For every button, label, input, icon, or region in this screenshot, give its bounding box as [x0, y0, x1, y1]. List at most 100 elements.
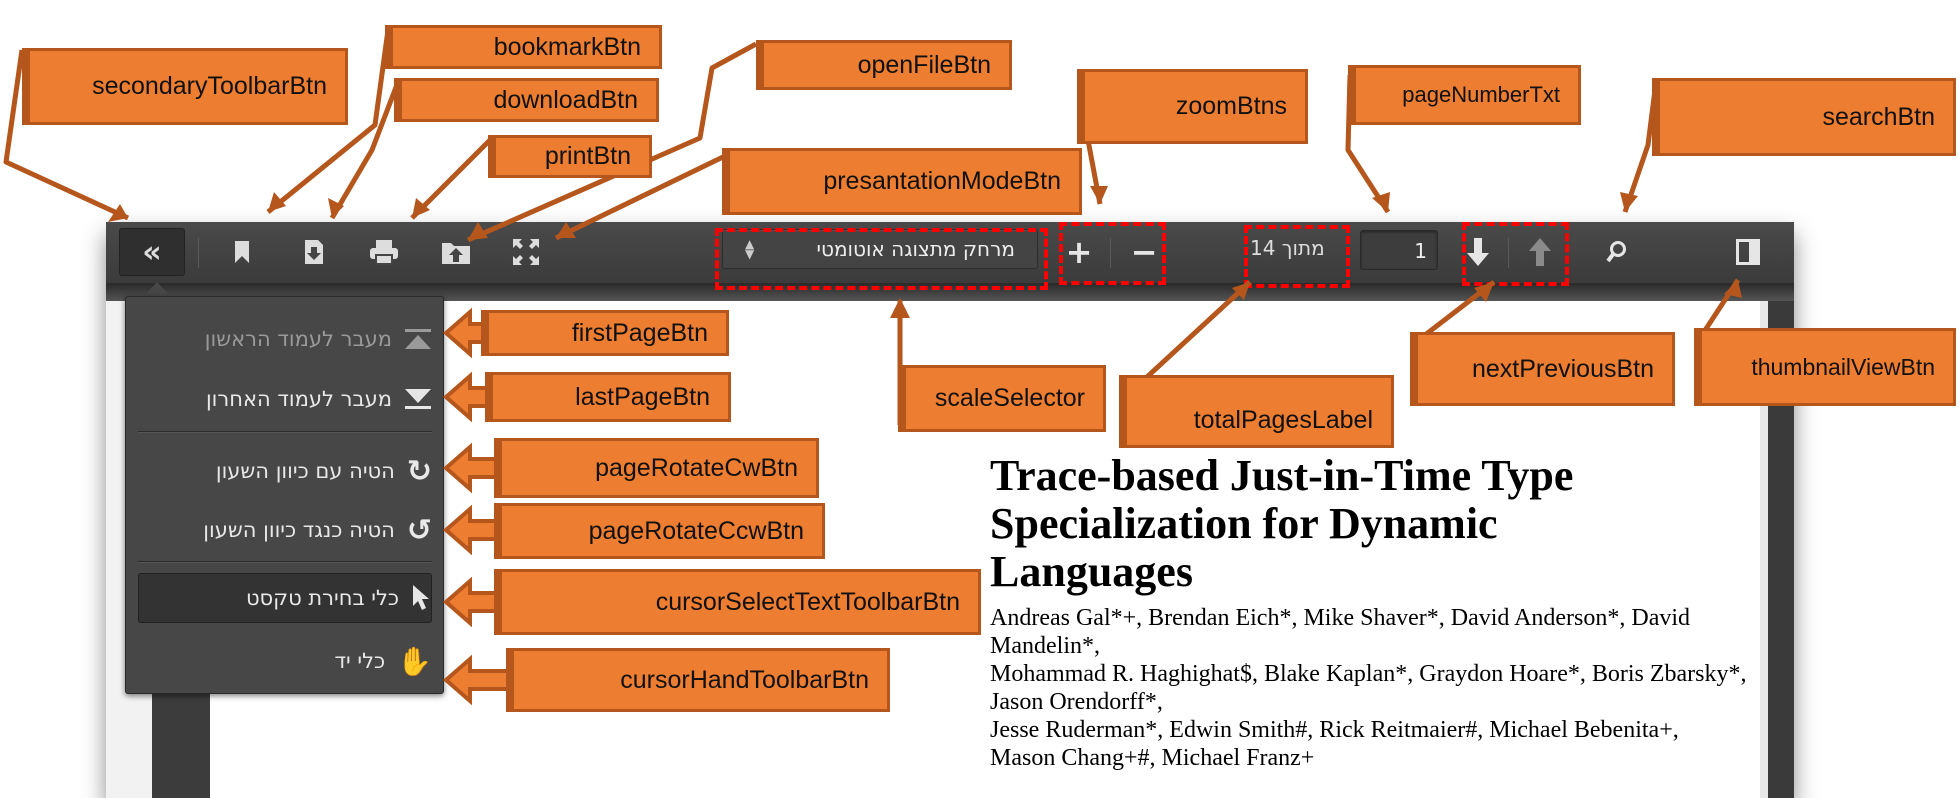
block-arrow — [442, 442, 499, 494]
callout-first-page-btn: firstPageBtn — [481, 310, 729, 356]
fullscreen-icon — [513, 239, 539, 265]
block-arrow — [442, 654, 511, 706]
double-chevron-left-icon: « — [142, 234, 162, 270]
menu-item-label: מעבר לעמוד הראשון — [204, 327, 392, 351]
arrow-head — [108, 204, 128, 222]
callout-scale-selector: scaleSelector — [898, 365, 1106, 432]
callout-print-btn: printBtn — [488, 135, 652, 178]
divider — [1508, 238, 1509, 268]
doc-title-line2: Languages — [990, 547, 1193, 596]
search-icon — [1606, 241, 1626, 263]
rotate-clockwise-button[interactable]: הטיה עם כיוון השעון ↻ — [138, 445, 432, 497]
rotate-cw-icon: ↻ — [406, 453, 432, 489]
callout-cursor-hand-btn: cursorHandToolbarBtn — [506, 648, 890, 712]
cursor-hand-button[interactable]: כלי יד✋ — [138, 635, 432, 687]
callout-zoom-btns: zoomBtns — [1077, 69, 1308, 144]
sidebar-toggle-icon — [1736, 239, 1760, 265]
scale-selector-value: מרחק מתצוגה אוטומטי — [816, 237, 1015, 261]
arrow-down-icon — [1467, 238, 1489, 266]
callout-cursor-select-text-btn: cursorSelectTextToolbarBtn — [494, 569, 981, 635]
zoom-buttons-highlight — [1059, 222, 1166, 285]
arrow-head — [1474, 282, 1494, 302]
print-button[interactable] — [360, 228, 408, 276]
bookmark-icon — [235, 241, 249, 263]
arrow-head — [1724, 280, 1742, 298]
callout-page-number-txt: pageNumberTxt — [1348, 65, 1581, 125]
plus-icon: + — [1065, 233, 1093, 271]
download-button[interactable] — [292, 228, 336, 276]
arrow-line — [3, 49, 130, 221]
menu-item-label: הטיה עם כיוון השעון — [215, 459, 395, 483]
rotate-counterclockwise-button[interactable]: הטיה כנגד כיוון השעון ↺ — [138, 504, 432, 556]
divider — [198, 238, 199, 268]
menu-divider — [138, 431, 432, 433]
block-arrow — [442, 371, 490, 423]
search-button[interactable] — [1596, 228, 1636, 276]
secondary-toolbar-button[interactable]: « — [119, 228, 185, 276]
block-arrow — [442, 576, 499, 628]
divider — [1110, 238, 1111, 268]
callout-presentation-mode-btn: presantationModeBtn — [722, 148, 1082, 215]
first-page-button[interactable]: מעבר לעמוד הראשון — [138, 313, 432, 365]
callout-secondary-toolbar-btn: secondaryToolbarBtn — [22, 48, 348, 125]
callout-bookmark-btn: bookmarkBtn — [385, 25, 662, 69]
callout-page-rotate-cw-btn: pageRotateCwBtn — [494, 438, 819, 498]
arrow-line — [266, 29, 391, 214]
zoom-in-button[interactable]: + — [1057, 228, 1101, 276]
arrow-head — [268, 192, 286, 212]
doc-title-line1: Trace-based Just-in-Time Type Specializa… — [990, 451, 1574, 548]
menu-item-label: כלי בחירת טקסט — [245, 586, 399, 610]
arrow-line — [410, 138, 492, 220]
bookmark-button[interactable] — [220, 228, 264, 276]
minus-icon: − — [1130, 233, 1158, 271]
last-page-icon — [405, 389, 431, 409]
zoom-out-button[interactable]: − — [1122, 228, 1166, 276]
arrow-head — [412, 198, 430, 218]
total-pages-highlight — [1244, 225, 1350, 288]
doc-text-block: Trace-based Just-in-Time Type Specializa… — [990, 452, 1750, 772]
callout-next-previous-btn: nextPreviousBtn — [1410, 332, 1675, 406]
next-previous-highlight — [1462, 222, 1569, 286]
menu-item-label: מעבר לעמוד האחרון — [205, 387, 392, 411]
doc-authors-line1: Andreas Gal*+, Brendan Eich*, Mike Shave… — [990, 605, 1691, 659]
menu-divider — [138, 561, 432, 563]
arrow-line — [329, 81, 401, 220]
arrow-line — [466, 41, 758, 243]
first-page-icon — [405, 329, 431, 349]
scale-selector-highlight — [715, 228, 1048, 290]
page-number-input[interactable]: 1 — [1360, 230, 1438, 270]
thumbnail-view-button[interactable] — [1728, 228, 1768, 276]
last-page-button[interactable]: מעבר לעמוד האחרון — [138, 373, 432, 425]
arrow-line — [554, 153, 727, 241]
toolbar: « מרחק מתצוגה אוטומטי ▲▼ + − מתוך 14 1 — [106, 222, 1794, 285]
doc-authors-line3: Jesse Ruderman*, Edwin Smith#, Rick Reit… — [990, 717, 1679, 771]
arrow-head — [1372, 192, 1390, 212]
callout-page-rotate-ccw-btn: pageRotateCcwBtn — [494, 503, 825, 559]
arrow-head — [328, 198, 344, 218]
previous-page-button[interactable] — [1520, 228, 1560, 276]
cursor-select-text-button[interactable]: כלי בחירת טקסט — [138, 573, 432, 623]
block-arrow — [442, 307, 486, 359]
presentation-mode-button[interactable] — [502, 228, 550, 276]
print-icon — [370, 240, 398, 265]
rotate-ccw-icon: ↺ — [406, 512, 432, 548]
doc-authors-line2: Mohammad R. Haghighat$, Blake Kaplan*, G… — [990, 661, 1747, 715]
block-arrow — [442, 504, 499, 556]
toolbar-shadow — [106, 285, 1794, 301]
next-page-button[interactable] — [1458, 228, 1498, 276]
arrow-head — [1090, 186, 1108, 204]
arrow-head — [1620, 192, 1638, 212]
cursor-arrow-icon — [413, 585, 429, 610]
updown-arrows-icon: ▲▼ — [745, 237, 755, 261]
menu-notch — [143, 282, 171, 297]
callout-download-btn: downloadBtn — [394, 78, 659, 122]
arrow-head — [468, 222, 488, 240]
callout-open-file-btn: openFileBtn — [756, 40, 1012, 90]
arrow-up-icon — [1529, 238, 1551, 266]
hand-icon: ✋ — [397, 644, 432, 678]
menu-item-label: הטיה כנגד כיוון השעון — [203, 518, 395, 542]
callout-search-btn: searchBtn — [1652, 78, 1956, 156]
open-file-button[interactable] — [432, 228, 480, 276]
download-icon — [305, 240, 323, 264]
callout-last-page-btn: lastPageBtn — [485, 372, 731, 422]
